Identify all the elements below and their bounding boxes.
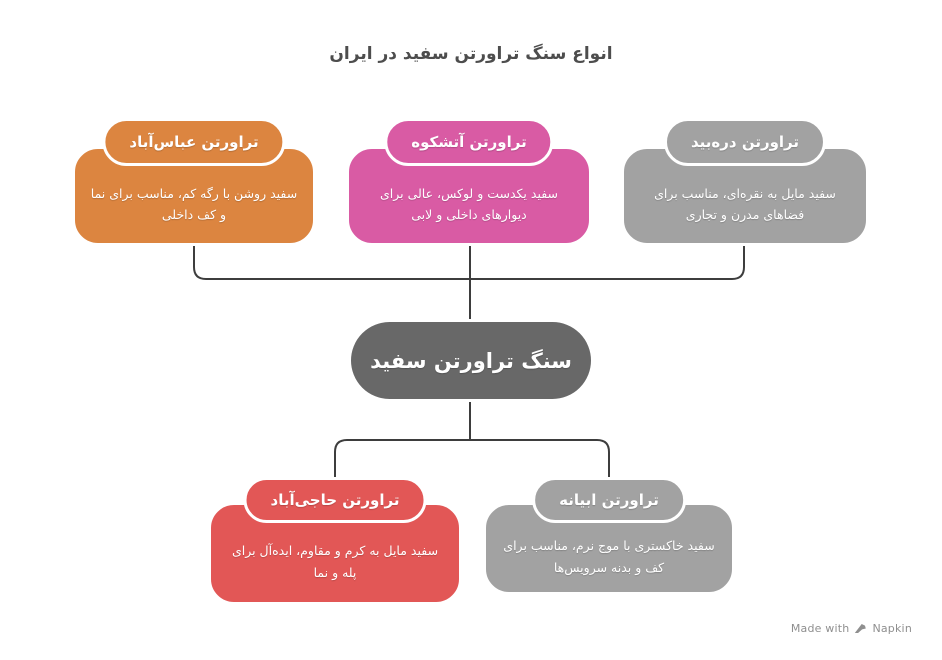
node-atashkooh: تراورتن آتشکوه سفید یکدست و لوکس، عالی ب… [346, 118, 592, 246]
node-central-topic: سنگ تراورتن سفید [348, 319, 594, 402]
node-hajiabad: تراورتن حاجی‌آباد سفید مایل به کرم و مقا… [208, 477, 462, 605]
node-abbasabad: تراورتن عباس‌آباد سفید روشن با رگه کم، م… [72, 118, 316, 246]
node-atashkooh-title-pill: تراورتن آتشکوه [384, 118, 554, 166]
node-darrehbid: تراورتن دره‌بید سفید مایل به نقره‌ای، من… [621, 118, 869, 246]
napkin-quill-icon [854, 622, 867, 635]
node-darrehbid-description: سفید مایل به نقره‌ای، مناسب برای فضاهای … [654, 185, 836, 222]
edge-bottom-trunk [334, 439, 610, 477]
diagram-title: انواع سنگ تراورتن سفید در ایران [329, 44, 613, 64]
node-abbasabad-description: سفید روشن با رگه کم، مناسب برای نما و کف… [90, 185, 298, 222]
node-abyaneh-title-pill: تراورتن ابیانه [532, 477, 686, 523]
node-hajiabad-description: سفید مایل به کرم و مقاوم، ایده‌آل برای پ… [231, 543, 439, 580]
node-hajiabad-title-pill: تراورتن حاجی‌آباد [243, 477, 427, 523]
node-atashkooh-description: سفید یکدست و لوکس، عالی برای دیوارهای دا… [379, 185, 559, 222]
napkin-watermark[interactable]: Made with Napkin [791, 622, 912, 635]
node-darrehbid-title-pill: تراورتن دره‌بید [663, 118, 827, 166]
node-abyaneh-description: سفید خاکستری با موج نرم، مناسب برای کف و… [503, 538, 715, 575]
made-with-label: Made with [790, 622, 850, 635]
napkin-brand-label: Napkin [872, 622, 912, 635]
node-abyaneh: تراورتن ابیانه سفید خاکستری با موج نرم، … [483, 477, 735, 595]
node-abbasabad-title-pill: تراورتن عباس‌آباد [102, 118, 286, 166]
